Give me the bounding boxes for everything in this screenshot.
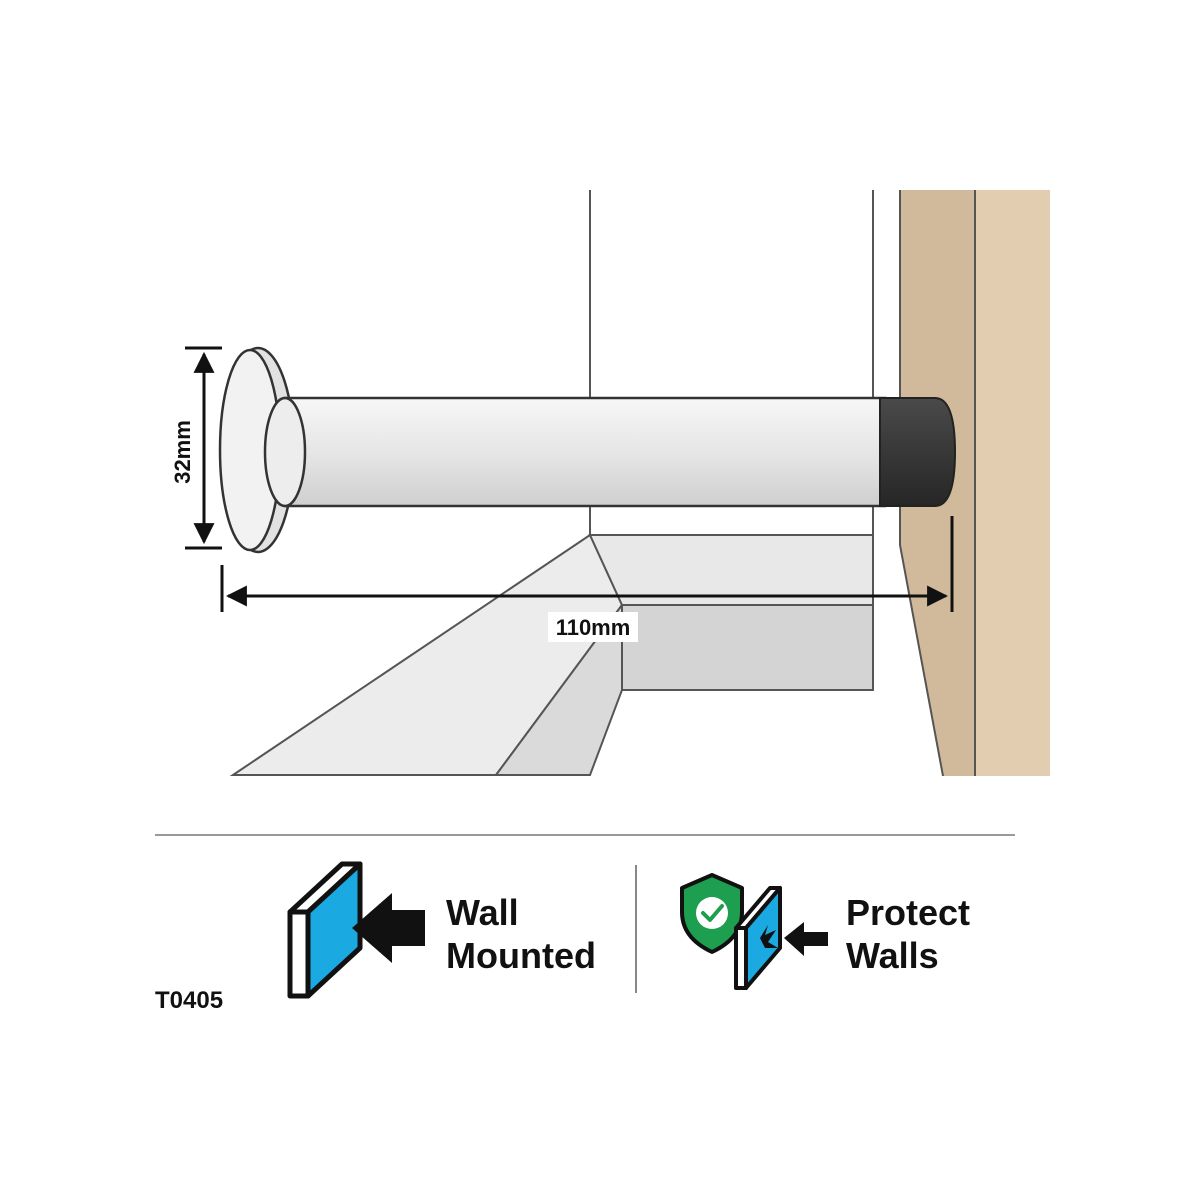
feature-wall-mounted-line1: Wall: [446, 892, 519, 933]
length-dimension: 110mm: [220, 516, 954, 642]
feature-wall-mounted: Wall Mounted: [287, 861, 596, 999]
height-dimension: 32mm: [170, 346, 222, 550]
height-dimension-label: 32mm: [170, 420, 195, 484]
wall-outer: [975, 190, 1050, 776]
wall-edge-line: [899, 190, 944, 777]
wall: [899, 190, 1050, 777]
feature-wall-mounted-line2: Mounted: [446, 935, 596, 976]
shield-check-icon: [680, 873, 744, 954]
feature-protect-walls-line2: Walls: [846, 935, 939, 976]
door-stop-shaft: [283, 396, 887, 508]
length-dimension-label-bg: [548, 612, 638, 642]
wall-impact-icon: [734, 886, 828, 990]
door-bottom-front: [621, 604, 874, 691]
feature-protect-walls-line1: Protect: [846, 892, 970, 933]
product-code: T0405: [155, 987, 223, 1014]
wall-mount-icon: [287, 861, 425, 999]
feature-protect-walls: Protect Walls: [680, 873, 970, 990]
door-stop-shaft-end: [263, 396, 307, 508]
door-stop-rubber-tip: [879, 397, 957, 507]
length-dimension-label: 110mm: [556, 615, 631, 640]
door-stop: [218, 346, 957, 554]
